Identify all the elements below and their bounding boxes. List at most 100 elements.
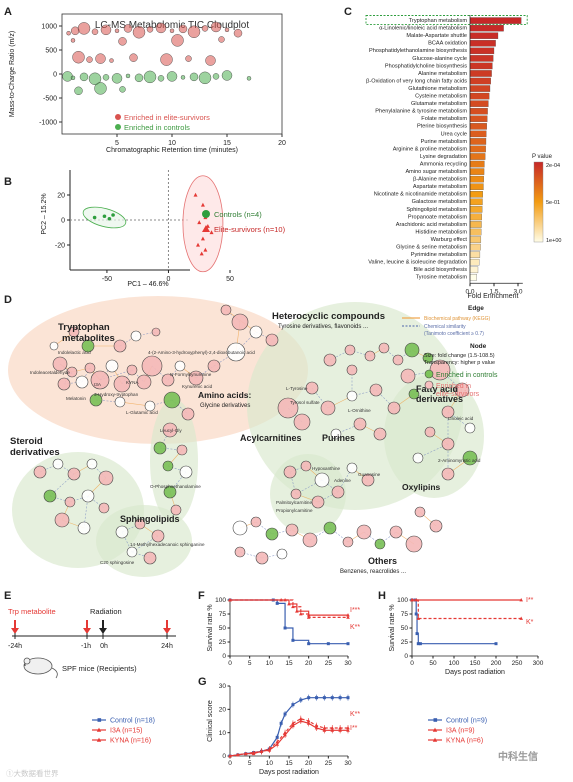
scatter-point-elite — [109, 58, 114, 63]
series-line-0 — [230, 599, 348, 645]
network-node-elite — [188, 370, 204, 386]
trp-arrow-2 — [83, 620, 91, 634]
scatter-point-elite — [77, 22, 91, 35]
node-label: 4-(2-Amino-3-hydroxyphenyl)-2,4-dioxobut… — [148, 350, 255, 355]
legend-node-elite-line2: elite-survivors — [436, 391, 480, 398]
node-label: Palmitoylcarnitine — [276, 500, 312, 505]
network-node-elite — [373, 427, 387, 441]
y-tick-label: 0 — [61, 218, 65, 225]
legend-label: I3A (n=9) — [446, 728, 475, 735]
scatter-point-elite — [187, 25, 201, 38]
legend-label: Control (n=9) — [446, 718, 487, 725]
legend-elite: Elite-survivors (n=10) — [214, 225, 286, 234]
bar-category-label: Pterine biosynthesis — [417, 124, 467, 130]
panel-a-cloudplot: LC-MS Metabolomic TIC Cloudplot Mass-to-… — [9, 13, 286, 154]
x-tick-label: 5 — [248, 760, 252, 767]
network-node-elite — [231, 313, 249, 331]
network-node-neutral — [49, 341, 59, 351]
network-node-neutral — [81, 489, 95, 503]
cluster-label-steroid-line1: Steroid — [10, 436, 43, 447]
y-tick-label: 100 — [397, 597, 408, 604]
network-node-elite — [429, 519, 443, 533]
network-node-control — [81, 339, 95, 353]
bar — [469, 123, 487, 130]
network-node-elite — [220, 304, 232, 316]
legend-node-controls: Enriched in controls — [436, 372, 498, 379]
node-label: Melatonin — [66, 396, 86, 401]
bar — [469, 32, 499, 40]
network-node-elite — [234, 546, 246, 558]
network-node-elite — [293, 413, 311, 431]
bar — [469, 55, 494, 62]
elite-ellipse — [182, 175, 224, 273]
scatter-point-elite — [70, 38, 76, 43]
x-tick-label: 30 — [344, 760, 352, 767]
network-node-control — [404, 342, 420, 358]
network-node-elite — [57, 377, 71, 391]
bar-category-label: Tyrosine metabolism — [416, 275, 468, 281]
x-axis-label: Fold Enrichment — [468, 293, 519, 300]
node-label: Kynurenic acid — [182, 384, 213, 389]
chart-title: LC-MS Metabolomic TIC Cloudplot — [95, 20, 250, 31]
legend-marker — [432, 737, 438, 742]
network-node-elite — [54, 512, 70, 528]
network-node-control — [462, 450, 478, 466]
network-node-neutral — [276, 548, 288, 560]
network-node-neutral — [226, 342, 246, 362]
legend-node-size: Size: fold change (1.5-108.5) — [424, 353, 495, 359]
time-label-4: 24h — [161, 643, 173, 650]
bar-category-label: Ammonia recycling — [420, 161, 467, 167]
pca-point-control — [107, 216, 112, 221]
significance-annotation: K** — [350, 624, 360, 631]
network-node-neutral — [174, 360, 186, 372]
cluster-label-tryptophan-line2: metabolites — [62, 333, 115, 344]
network-node-elite — [84, 362, 96, 374]
scatter-point-control — [246, 76, 252, 81]
scatter-point-elite — [114, 28, 120, 33]
cluster-sub-amino: Glycine derivatives — [200, 403, 250, 409]
cluster-amino-bg — [150, 399, 198, 523]
bar-category-label: Alanine metabolism — [418, 71, 467, 77]
x-axis-label: PC1 – 46.6% — [127, 281, 168, 288]
network-node-neutral — [86, 458, 98, 470]
y-tick-label: 75 — [219, 611, 227, 618]
network-node-elite — [98, 470, 114, 486]
network-node-elite — [400, 368, 416, 384]
pca-point-elite — [203, 247, 208, 252]
legend-title: P value — [532, 154, 553, 160]
y-tick-label: 500 — [45, 48, 57, 55]
trp-arrow-1 — [11, 620, 19, 634]
node-label: Guanosine — [358, 472, 381, 477]
bar — [469, 115, 488, 123]
scatter-point-control — [70, 75, 76, 81]
bar — [469, 198, 483, 206]
panel-label-e: E — [4, 590, 12, 602]
panel-label-g: G — [198, 676, 207, 688]
network-node-control — [163, 485, 177, 499]
pca-point-elite — [199, 251, 204, 256]
series-line-0 — [412, 599, 496, 645]
bar — [469, 100, 489, 107]
bar — [469, 92, 490, 100]
x-tick-label: 10 — [266, 760, 274, 767]
bar — [469, 251, 481, 258]
series-marker-control — [291, 638, 295, 642]
series-marker-control — [326, 642, 330, 646]
bar — [469, 168, 485, 175]
bar-category-label: Glutathione metabolism — [408, 86, 467, 92]
cluster-label-tryptophan: Tryptophan metabolites — [58, 322, 115, 344]
cluster-label-amino: Amino acids: — [198, 390, 252, 400]
cluster-sub-others: Benzenes, reacrolides ... — [340, 569, 406, 575]
scatter-point-control — [143, 70, 157, 84]
series-marker-control — [416, 642, 420, 646]
network-node-elite — [66, 366, 78, 378]
bar-category-label: Phosphatidylethanolamine biosynthesis — [369, 48, 467, 54]
x-tick-label: 15 — [223, 140, 231, 147]
y-tick-label: 50 — [401, 625, 409, 632]
y-tick-label: 30 — [219, 683, 227, 690]
series-marker-control — [346, 642, 350, 646]
y-tick-label: 10 — [219, 730, 227, 737]
x-tick-label: 15 — [285, 760, 293, 767]
network-node-elite — [378, 342, 390, 354]
bar — [469, 213, 482, 221]
